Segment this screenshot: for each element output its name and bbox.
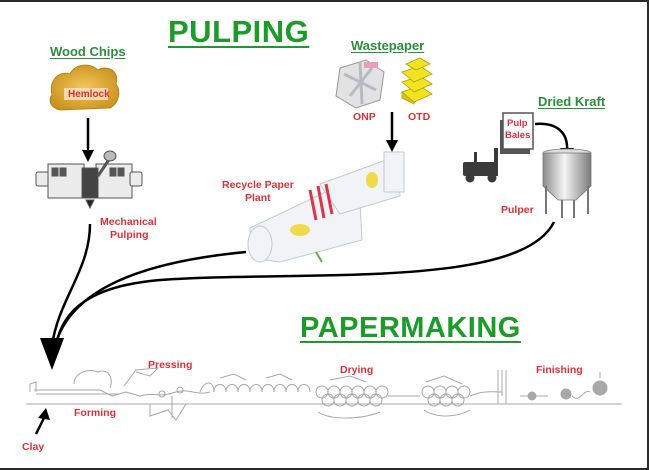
recycle-plant-label-line2: Plant — [245, 192, 271, 204]
dried-kraft-title: Dried Kraft — [538, 94, 606, 109]
papermaking-title: PAPERMAKING — [300, 312, 521, 344]
mechanical-pulping-label-line2: Pulping — [110, 229, 149, 241]
arrow-wood-to-mechanical — [82, 118, 94, 162]
pulper-tank-icon — [542, 148, 592, 218]
otd-label: OTD — [408, 111, 431, 123]
onp-bale-icon — [335, 59, 385, 109]
finishing-label: Finishing — [536, 364, 583, 376]
onp-label: ONP — [353, 111, 376, 123]
pressing-label: Pressing — [148, 359, 193, 371]
wood-chips-icon — [49, 64, 120, 111]
flow-curve-pulper — [54, 221, 556, 347]
dryer-cylinders-group-2 — [421, 375, 471, 417]
mechanical-refiner-icon — [35, 150, 143, 210]
pulp-bales-label-line1: Pulp — [507, 118, 528, 129]
drying-label: Drying — [340, 364, 374, 376]
arrow-clay — [34, 408, 50, 435]
flow-curve-mechanical — [50, 223, 92, 347]
recycle-plant-label-line1: Recycle Paper — [222, 179, 294, 191]
pulp-bales-icon — [500, 112, 534, 154]
pulping-title: PULPING — [168, 14, 310, 49]
wood-chips-title: Wood Chips — [50, 44, 126, 59]
forming-label: Forming — [74, 407, 116, 419]
wastepaper-title: Wastepaper — [351, 38, 425, 53]
otd-bale-icon — [401, 57, 433, 105]
forklift-icon — [463, 148, 498, 183]
mechanical-pulping-label-line1: Mechanical — [100, 216, 157, 228]
flow-arrowhead — [40, 338, 64, 370]
hemlock-label: Hemlock — [68, 89, 110, 100]
arrow-wastepaper-to-recycle — [386, 112, 398, 152]
pulper-label: Pulper — [501, 204, 534, 216]
paper-machine-drawing — [26, 367, 622, 421]
clay-label: Clay — [22, 441, 45, 453]
flow-curves — [50, 221, 556, 347]
flow-curve-recycle — [53, 250, 247, 347]
dryer-cylinders-group-1 — [315, 375, 389, 419]
pulp-bales-label-line2: Bales — [505, 130, 531, 141]
recycle-plant-icon — [247, 151, 405, 263]
